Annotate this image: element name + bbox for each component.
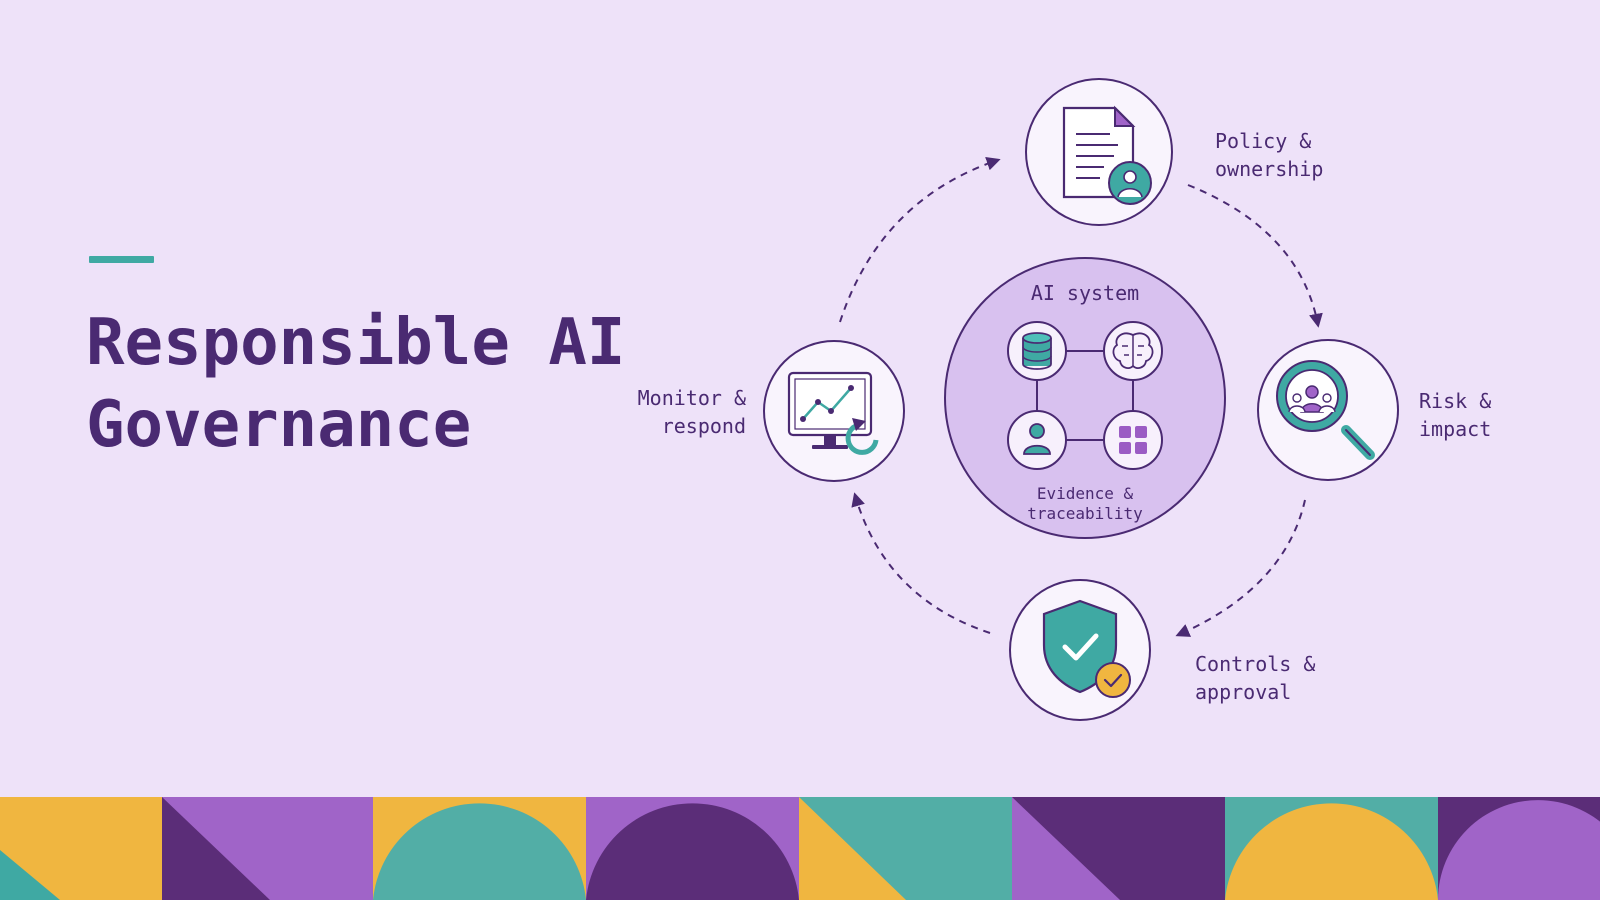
monitor-label-line-2: respond bbox=[661, 414, 746, 438]
grid-icon bbox=[1103, 410, 1163, 470]
person-icon bbox=[1007, 410, 1067, 470]
database-icon bbox=[1007, 321, 1067, 381]
evidence-traceability-caption: Evidence & traceability bbox=[1005, 484, 1165, 524]
controls-label-line-2: approval bbox=[1195, 680, 1292, 704]
controls-approval-label: Controls & approval bbox=[1195, 650, 1315, 706]
arrow-risk-to-controls bbox=[1175, 499, 1306, 637]
brain-icon bbox=[1103, 321, 1163, 381]
ai-system-title: AI system bbox=[1030, 281, 1140, 305]
policy-label-line-1: Policy & bbox=[1215, 129, 1312, 153]
controls-label-line-1: Controls & bbox=[1195, 652, 1316, 676]
page-title-line-1: Responsible AI bbox=[86, 306, 626, 380]
policy-ownership-label: Policy & ownership bbox=[1215, 127, 1323, 183]
magnifier-people-icon bbox=[1276, 360, 1375, 460]
cycle-arrows bbox=[839, 156, 1323, 637]
ai-system-node bbox=[944, 257, 1226, 539]
policy-label-line-2: ownership bbox=[1215, 157, 1324, 181]
monitor-label-line-1: Monitor & bbox=[637, 386, 746, 410]
monitor-respond-label: Monitor & respond bbox=[630, 384, 746, 440]
page-title: Responsible AI Governance bbox=[86, 302, 625, 466]
title-accent-bar bbox=[89, 256, 154, 263]
arrow-policy-to-risk bbox=[1187, 184, 1323, 328]
document-user-icon bbox=[1062, 105, 1152, 205]
policy-node bbox=[1025, 78, 1173, 226]
shield-check-icon bbox=[1042, 599, 1131, 698]
risk-impact-label: Risk & impact bbox=[1419, 387, 1491, 443]
arrow-monitor-to-policy bbox=[839, 156, 1001, 323]
page-title-line-2: Governance bbox=[86, 388, 472, 462]
controls-node bbox=[1009, 579, 1151, 721]
risk-label-line-2: impact bbox=[1419, 417, 1492, 441]
risk-label-line-1: Risk & bbox=[1419, 389, 1492, 413]
footer-pattern bbox=[0, 797, 1600, 900]
risk-node bbox=[1257, 339, 1399, 481]
center-caption-line-1: Evidence & bbox=[1036, 484, 1134, 503]
monitor-node bbox=[763, 340, 905, 482]
arrow-controls-to-monitor bbox=[851, 492, 991, 634]
center-caption-line-2: traceability bbox=[1027, 504, 1143, 523]
monitor-chart-icon bbox=[787, 371, 879, 455]
